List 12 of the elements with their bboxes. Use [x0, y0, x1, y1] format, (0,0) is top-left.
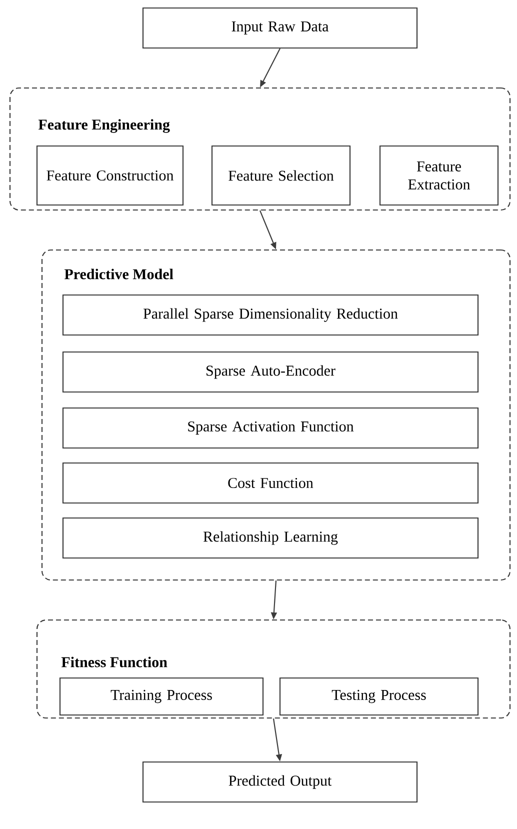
- process-box: Feature Construction: [36, 145, 184, 206]
- process-box: Relationship Learning: [62, 517, 479, 559]
- process-box: Input Raw Data: [142, 7, 418, 49]
- process-box: Parallel Sparse Dimensionality Reduction: [62, 294, 479, 336]
- process-box: Sparse Auto-Encoder: [62, 351, 479, 393]
- process-box: Training Process: [59, 677, 264, 716]
- process-box: Feature Extraction: [379, 145, 499, 206]
- process-box: Sparse Activation Function: [62, 407, 479, 449]
- process-box: Predicted Output: [142, 761, 418, 803]
- process-box: Cost Function: [62, 462, 479, 504]
- process-box: Feature Selection: [211, 145, 351, 206]
- process-box: Testing Process: [279, 677, 479, 716]
